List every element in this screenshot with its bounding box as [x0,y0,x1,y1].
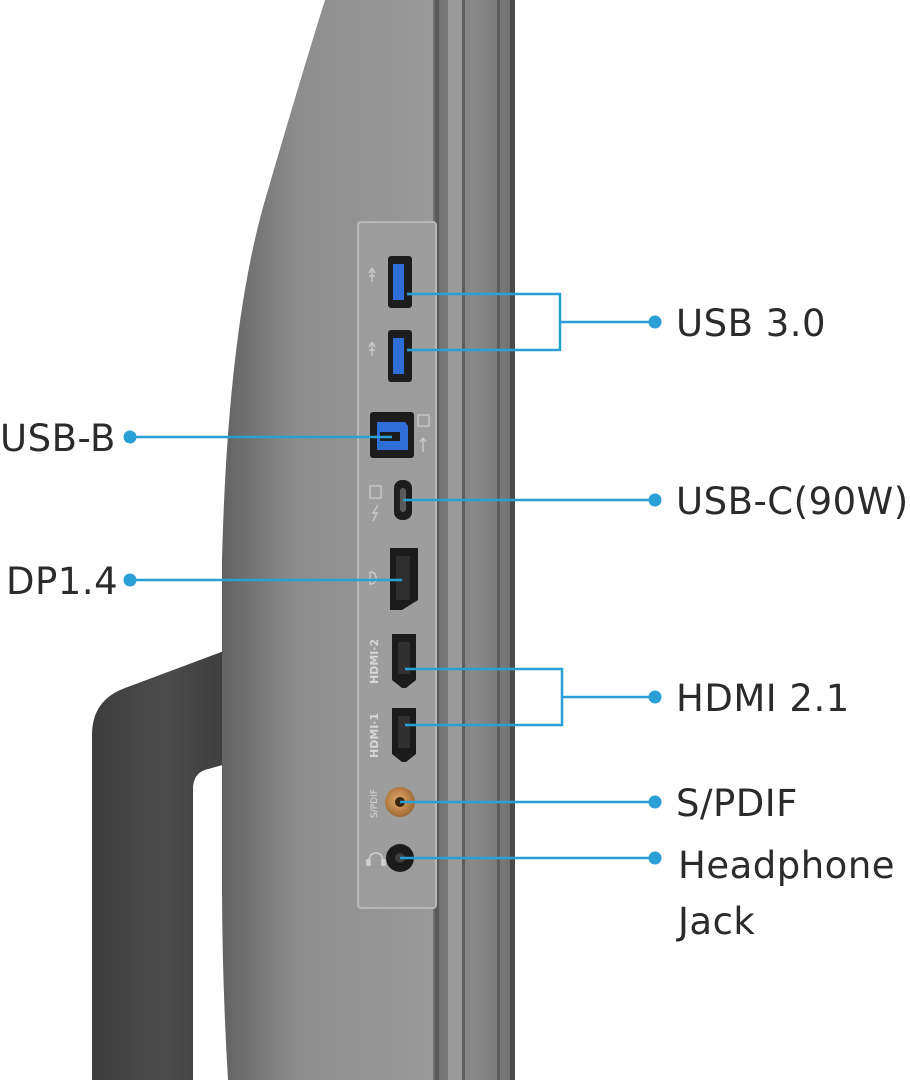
monitor-stand [92,645,242,1080]
hdmi2-marking: HDMI·2 [368,639,381,684]
label-usbb: USB-B [0,417,116,460]
label-spdif: S/PDIF [676,782,798,825]
label-headphone-line1: Headphone [678,844,896,887]
dp-dot [123,573,137,587]
label-usb30: USB 3.0 [676,302,827,345]
hdmi-dot [648,690,662,704]
callout-lines [130,292,655,860]
thunderbolt-icon [369,485,382,522]
dp-symbol-icon [369,571,377,585]
label-headphone-line2: Jack [678,900,756,943]
hdmi-port-2 [392,634,416,688]
usb-a-port-1 [388,256,412,308]
usb30-dot [648,315,662,329]
label-headphone: Headphone Jack [678,838,895,950]
spdif-dot [648,795,662,809]
headphone-icon [366,852,386,866]
label-usbc: USB-C(90W) [676,480,909,523]
label-dp: DP1.4 [6,560,119,603]
headphone-dot [648,851,662,865]
spdif-marking: S/PDIF [370,789,380,818]
usb-b-port [370,412,414,458]
callout-dots [123,315,662,865]
usbc-dot [648,493,662,507]
usb-a-port-2 [388,330,412,382]
displayport-port [390,548,418,610]
label-hdmi: HDMI 2.1 [676,677,850,720]
usb-symbol-icon [368,267,376,356]
display-symbol-icon [417,414,430,452]
hdmi1-marking: HDMI·1 [368,713,381,758]
usbb-dot [123,430,137,444]
hdmi-port-1 [392,708,416,762]
monitor-front-frame [433,0,515,1080]
